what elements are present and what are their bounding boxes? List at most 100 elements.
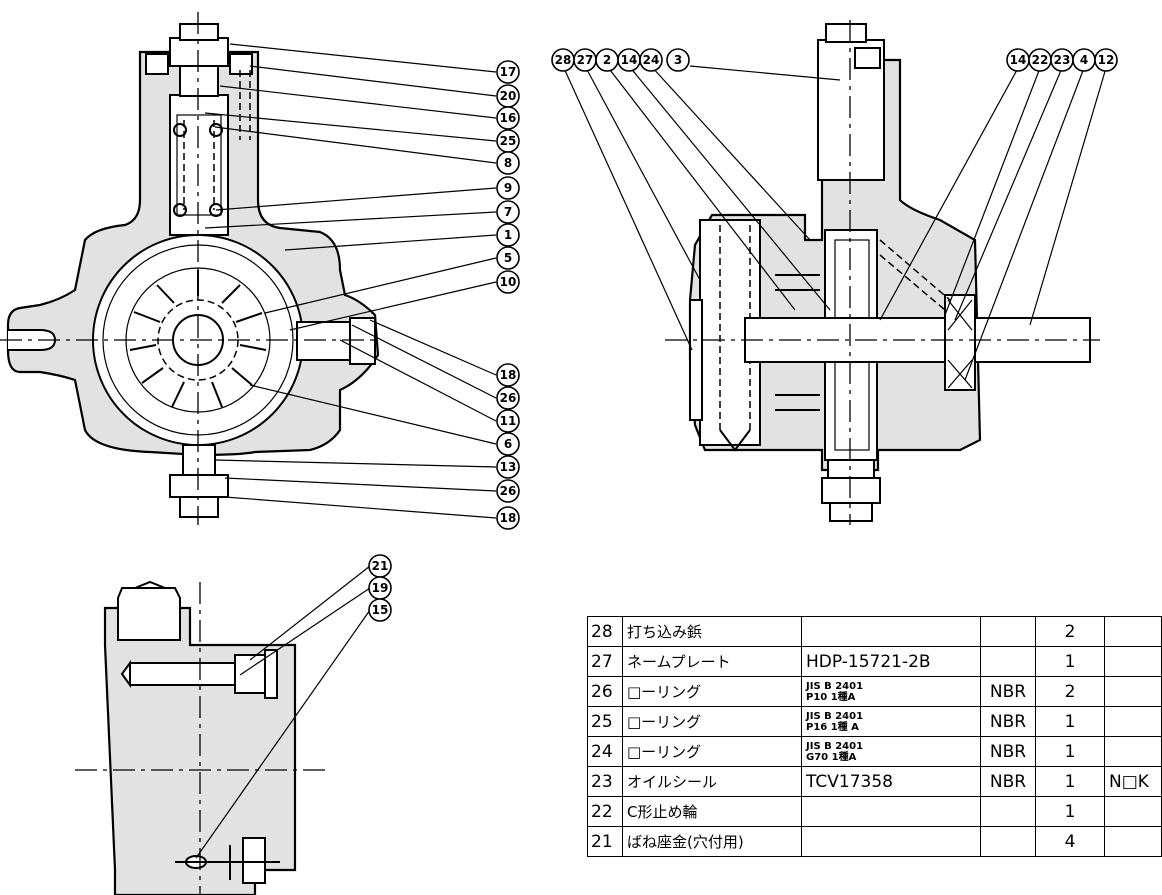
part-name-cell: C形止め輪 bbox=[622, 796, 802, 827]
part-number-cell: 23 bbox=[587, 766, 623, 797]
balloon-14: 14 bbox=[617, 48, 641, 72]
balloon-9: 9 bbox=[496, 176, 520, 200]
side-view-right-balloons: 14 22 23 4 12 bbox=[1006, 48, 1118, 72]
balloon-6: 6 bbox=[496, 432, 520, 456]
part-quantity-cell: 1 bbox=[1035, 766, 1105, 797]
part-maker-cell bbox=[1104, 706, 1162, 737]
part-spec-cell: TCV17358 bbox=[801, 766, 981, 797]
balloon-14b: 14 bbox=[1006, 48, 1030, 72]
part-material-cell bbox=[980, 826, 1036, 857]
balloon-label: 11 bbox=[500, 414, 517, 428]
balloon-18b: 18 bbox=[496, 506, 520, 530]
part-name-cell: ばね座金(穴付用) bbox=[622, 826, 802, 857]
standard-line-2: P16 1種 A bbox=[806, 721, 859, 733]
part-material-cell bbox=[980, 796, 1036, 827]
balloon-24: 24 bbox=[639, 48, 663, 72]
balloon-label: 24 bbox=[643, 53, 660, 67]
part-name-cell: □ーリング bbox=[622, 736, 802, 767]
standard-line-1: JIS B 2401 bbox=[806, 680, 864, 692]
standard-line-2: G70 1種A bbox=[806, 751, 857, 763]
part-spec-cell bbox=[801, 616, 981, 647]
balloon-label: 12 bbox=[1098, 53, 1115, 67]
part-quantity-cell: 2 bbox=[1035, 616, 1105, 647]
balloon-25: 25 bbox=[496, 129, 520, 153]
balloon-label: 4 bbox=[1080, 53, 1088, 67]
front-view bbox=[0, 12, 380, 525]
standard-line-2: P10 1種A bbox=[806, 691, 856, 703]
balloon-7: 7 bbox=[496, 200, 520, 224]
balloon-26b: 26 bbox=[496, 479, 520, 503]
balloon-label: 2 bbox=[603, 53, 611, 67]
balloon-4: 4 bbox=[1072, 48, 1096, 72]
balloon-label: 6 bbox=[504, 437, 512, 451]
balloon-label: 1 bbox=[504, 228, 512, 242]
balloon-28: 28 bbox=[551, 48, 575, 72]
part-number-cell: 25 bbox=[587, 706, 623, 737]
part-quantity-cell: 1 bbox=[1035, 646, 1105, 677]
part-quantity-cell: 1 bbox=[1035, 706, 1105, 737]
balloon-label: 14 bbox=[621, 53, 638, 67]
balloon-label: 9 bbox=[504, 181, 512, 195]
part-maker-cell bbox=[1104, 736, 1162, 767]
balloon-20: 20 bbox=[496, 84, 520, 108]
part-maker-cell bbox=[1104, 616, 1162, 647]
balloon-22: 22 bbox=[1028, 48, 1052, 72]
side-view bbox=[665, 20, 1100, 525]
balloon-label: 18 bbox=[500, 511, 517, 525]
balloon-12: 12 bbox=[1094, 48, 1118, 72]
standard-line-1: JIS B 2401 bbox=[806, 740, 864, 752]
balloon-label: 19 bbox=[372, 581, 389, 595]
balloon-label: 23 bbox=[1054, 53, 1071, 67]
balloon-label: 5 bbox=[504, 251, 512, 265]
part-name-cell: □ーリング bbox=[622, 676, 802, 707]
part-name-cell: ネームプレート bbox=[622, 646, 802, 677]
balloon-15: 15 bbox=[368, 598, 392, 622]
balloon-label: 18 bbox=[500, 368, 517, 382]
balloon-label: 21 bbox=[372, 559, 389, 573]
part-number-cell: 26 bbox=[587, 676, 623, 707]
balloon-label: 15 bbox=[372, 603, 389, 617]
bottom-view-balloons: 21 19 15 bbox=[368, 554, 392, 622]
part-quantity-cell: 4 bbox=[1035, 826, 1105, 857]
balloon-label: 3 bbox=[674, 53, 682, 67]
part-number-cell: 27 bbox=[587, 646, 623, 677]
balloon-18: 18 bbox=[496, 363, 520, 387]
part-name-cell: オイルシール bbox=[622, 766, 802, 797]
part-spec-cell: HDP-15721-2B bbox=[801, 646, 981, 677]
part-material-cell bbox=[980, 646, 1036, 677]
balloon-19: 19 bbox=[368, 576, 392, 600]
balloon-21: 21 bbox=[368, 554, 392, 578]
part-maker-cell: N□K bbox=[1104, 766, 1162, 797]
balloon-13: 13 bbox=[496, 455, 520, 479]
part-number-cell: 21 bbox=[587, 826, 623, 857]
leader-lines bbox=[195, 43, 1107, 859]
part-material-cell bbox=[980, 616, 1036, 647]
standard-line-1: JIS B 2401 bbox=[806, 710, 864, 722]
balloon-label: 22 bbox=[1032, 53, 1049, 67]
part-maker-cell bbox=[1104, 646, 1162, 677]
balloon-26: 26 bbox=[496, 386, 520, 410]
part-quantity-cell: 1 bbox=[1035, 736, 1105, 767]
balloon-27: 27 bbox=[573, 48, 597, 72]
part-material-cell: NBR bbox=[980, 766, 1036, 797]
balloon-label: 26 bbox=[500, 484, 517, 498]
part-quantity-cell: 2 bbox=[1035, 676, 1105, 707]
front-view-balloons: 17 20 16 25 8 9 7 1 5 10 18 26 11 6 13 2… bbox=[496, 60, 520, 530]
balloon-5: 5 bbox=[496, 246, 520, 270]
part-material-cell: NBR bbox=[980, 676, 1036, 707]
part-maker-cell bbox=[1104, 826, 1162, 857]
balloon-10: 10 bbox=[496, 270, 520, 294]
part-material-cell: NBR bbox=[980, 736, 1036, 767]
part-number-cell: 28 bbox=[587, 616, 623, 647]
balloon-label: 13 bbox=[500, 460, 517, 474]
balloon-11: 11 bbox=[496, 409, 520, 433]
